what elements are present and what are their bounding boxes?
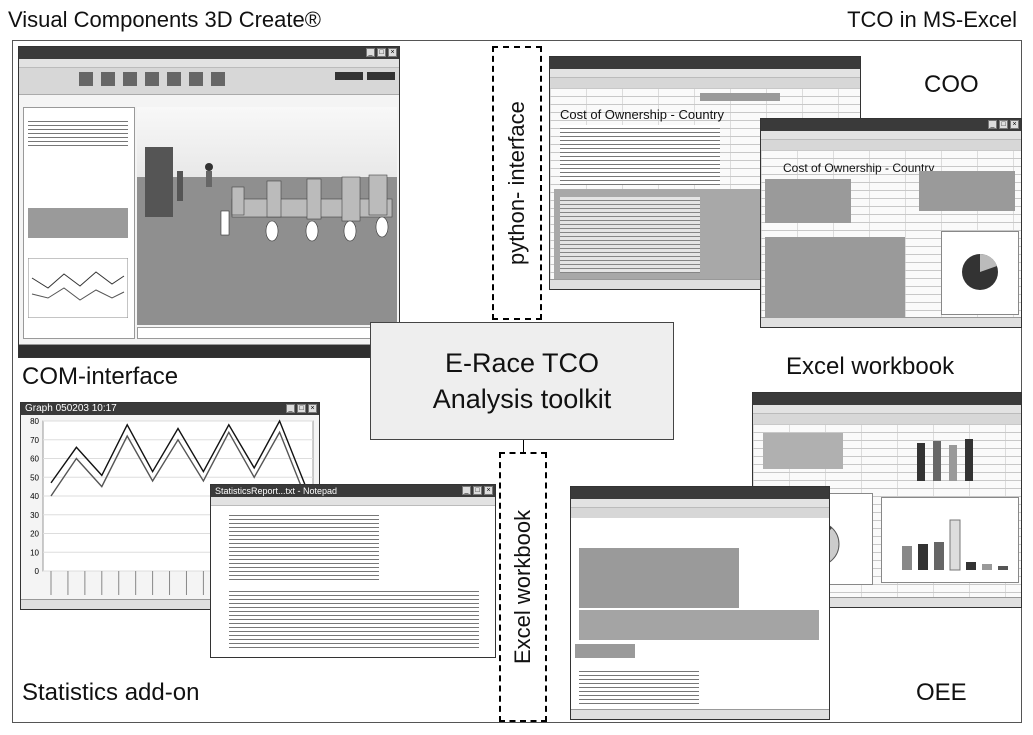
coo-excel-titlebar-1 xyxy=(550,57,860,69)
oee-titlebar xyxy=(571,487,829,499)
label-coo: COO xyxy=(924,71,979,98)
connector-line xyxy=(523,440,524,454)
graph-y-tick-label: 0 xyxy=(35,567,40,576)
coo-statusbar-1 xyxy=(550,279,860,289)
label-oee: OEE xyxy=(916,679,967,706)
workbook-bar-box xyxy=(881,497,1019,583)
panel-mini-chart xyxy=(28,258,128,318)
notepad-window-controls: _□× xyxy=(462,486,493,495)
notepad-menubar xyxy=(211,497,495,506)
workbook-menubar xyxy=(753,405,1021,414)
notepad-text-area[interactable] xyxy=(211,506,495,657)
heading-tco-excel: TCO in MS-Excel xyxy=(847,7,1017,32)
coo-pie-chart-box xyxy=(941,231,1019,315)
oee-block-losses xyxy=(579,610,819,640)
coo-statusbar-2 xyxy=(761,317,1021,327)
graph-y-tick-label: 30 xyxy=(30,511,39,520)
3d-create-titlebar xyxy=(19,47,399,59)
workbook-stacked-bars xyxy=(917,439,973,481)
coo-sheet-title-1: Cost of Ownership - Country xyxy=(560,107,725,122)
label-statistics-addon: Statistics add-on xyxy=(22,679,200,706)
minimize-icon[interactable]: _ xyxy=(366,48,375,57)
coo2-gray-right xyxy=(919,171,1015,211)
oee-sheet xyxy=(571,518,829,712)
maximize-icon[interactable]: □ xyxy=(297,404,306,413)
workbook-table xyxy=(763,433,843,469)
oee-block-rate xyxy=(575,644,635,658)
graph-y-tick-label: 60 xyxy=(30,455,39,464)
coo-table-text-1 xyxy=(560,125,720,185)
graph-y-tick-label: 70 xyxy=(30,436,39,445)
center-toolkit-box: E-Race TCO Analysis toolkit xyxy=(370,322,674,440)
panel-gray-block xyxy=(28,208,128,238)
minimize-icon[interactable]: _ xyxy=(988,120,997,129)
window-controls-2: _□× xyxy=(988,120,1019,129)
oee-excel-window xyxy=(570,486,830,720)
3d-create-menubar xyxy=(19,59,399,68)
graph-y-tick-label: 50 xyxy=(30,473,39,482)
graph-y-tick-label: 40 xyxy=(30,492,39,501)
graph-window-controls: _□× xyxy=(286,404,317,413)
close-icon[interactable]: × xyxy=(388,48,397,57)
oee-menubar xyxy=(571,499,829,508)
coo-header-gray xyxy=(700,93,780,101)
maximize-icon[interactable]: □ xyxy=(999,120,1008,129)
workbook-statusbar xyxy=(753,597,1021,607)
oee-block-availability xyxy=(579,548,739,608)
taskbar xyxy=(19,344,399,357)
python-interface-label: python- interface xyxy=(504,101,529,265)
graph-y-tick-label: 20 xyxy=(30,530,39,539)
close-icon[interactable]: × xyxy=(308,404,317,413)
3d-create-window: _□× xyxy=(18,46,400,358)
close-icon[interactable]: × xyxy=(1010,120,1019,129)
label-com-interface: COM-interface xyxy=(22,363,179,390)
coo-table-text-2 xyxy=(560,197,700,273)
notepad-titlebar: StatisticsReport...txt - Notepad xyxy=(211,485,495,497)
minimize-icon[interactable]: _ xyxy=(462,486,471,495)
properties-panel xyxy=(23,107,135,339)
coo-excel-window-2: _□× Cost of Ownership - Country xyxy=(760,118,1022,328)
report-text-2 xyxy=(229,588,479,648)
coo-excel-menubar-1 xyxy=(550,69,860,78)
graph-y-tick-label: 10 xyxy=(30,548,39,557)
python-interface-connector: python- interface xyxy=(492,46,542,320)
label-excel-workbook: Excel workbook xyxy=(786,353,955,380)
oee-text-lines xyxy=(579,668,699,704)
graph-scrollbar[interactable] xyxy=(21,599,319,609)
3d-viewport[interactable] xyxy=(137,107,397,325)
graph-y-tick-label: 80 xyxy=(30,417,39,426)
maximize-icon[interactable]: □ xyxy=(473,486,482,495)
heading-3d-create: Visual Components 3D Create® xyxy=(8,7,321,32)
diagram-frame xyxy=(12,40,1022,723)
coo-excel-menubar-2 xyxy=(761,131,1021,140)
graph-series-line xyxy=(50,430,306,497)
maximize-icon[interactable]: □ xyxy=(377,48,386,57)
panel-text xyxy=(28,118,128,148)
window-controls: _□× xyxy=(366,48,397,57)
center-box-line1: E-Race TCO xyxy=(444,348,600,378)
coo-excel-window-1: Cost of Ownership - Country xyxy=(549,56,861,290)
toolbar-icons xyxy=(79,72,395,86)
oee-statusbar xyxy=(571,709,829,719)
coo-excel-titlebar-2 xyxy=(761,119,1021,131)
graph-series-line xyxy=(50,419,306,486)
factory-scene xyxy=(137,107,397,325)
graph-titlebar: Graph 050203 10:17 xyxy=(21,403,319,415)
coo2-gray-left xyxy=(765,179,851,223)
coo-pie-chart xyxy=(962,253,998,290)
workbook-titlebar xyxy=(753,393,1021,405)
center-box-line2: Analysis toolkit xyxy=(432,384,612,414)
close-icon[interactable]: × xyxy=(484,486,493,495)
command-line[interactable] xyxy=(137,327,399,339)
excel-workbook-connector: Excel workbook xyxy=(499,452,547,722)
notepad-window: StatisticsReport...txt - Notepad _□× xyxy=(210,484,496,658)
coo2-gray-bottom xyxy=(765,237,905,317)
3d-create-toolbar xyxy=(19,68,399,95)
report-text-1 xyxy=(229,512,379,582)
excel-workbook-vertical-label: Excel workbook xyxy=(510,509,535,665)
minimize-icon[interactable]: _ xyxy=(286,404,295,413)
workbook-bar-chart xyxy=(902,519,1008,571)
coo-sheet-title-2: Cost of Ownership - Country xyxy=(783,161,935,175)
